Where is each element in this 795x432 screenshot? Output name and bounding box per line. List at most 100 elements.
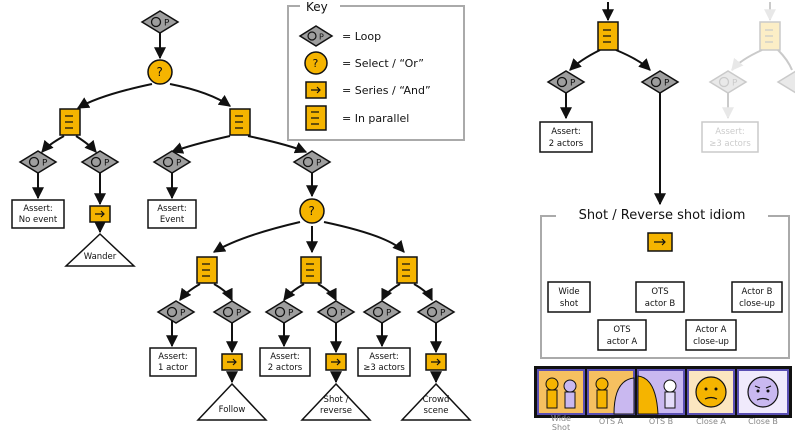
actor-b-closeup-box: Actor B close-up [731, 281, 783, 313]
key-title: Key [306, 0, 328, 14]
storyboard-frame-ots-a [587, 369, 635, 415]
storyboard-frame-wide [537, 369, 585, 415]
svg-text:P: P [570, 79, 576, 89]
actor-a-closeup-box: Actor A close-up [685, 319, 737, 351]
right-parallel-node [597, 21, 619, 51]
key-series-icon [305, 81, 327, 99]
idiom-title: Shot / Reverse shot idiom [579, 208, 746, 223]
svg-text:Assert:: Assert: [369, 352, 399, 362]
assert-no-event-box: Assert: No event [11, 199, 65, 229]
assert-1-actor-box: Assert: 1 actor [149, 347, 197, 377]
svg-text:No event: No event [19, 215, 58, 225]
assert-2-actors-box: Assert: 2 actors [259, 347, 311, 377]
svg-text:Crowd: Crowd [423, 395, 450, 405]
svg-text:Close B: Close B [748, 417, 778, 426]
svg-text:Close A: Close A [696, 417, 726, 426]
key-parallel-label: = In parallel [342, 112, 409, 125]
wander-task: Wander [64, 232, 136, 267]
crowd-scene-task: Crowd scene [400, 382, 472, 421]
svg-text:close-up: close-up [693, 337, 729, 347]
faded-branch: P Assert: ≥3 actors [701, 2, 795, 153]
svg-text:actor B: actor B [645, 299, 676, 309]
svg-text:OTS A: OTS A [599, 417, 624, 426]
key-select-icon: ? [304, 51, 328, 75]
key-series-label: = Series / “And” [342, 84, 431, 97]
loop-node-g: P [264, 300, 304, 324]
key-box: Key P = Loop ? = Select / “Or” = Series … [287, 0, 465, 141]
right-loop-node-b: P [640, 70, 680, 94]
ots-actor-b-box: OTS actor B [635, 281, 685, 313]
svg-text:Event: Event [160, 215, 185, 225]
svg-text:P: P [732, 79, 738, 89]
select-node-root: ? [147, 59, 173, 85]
parallel-node-right [229, 108, 251, 136]
key-loop-icon: P [298, 25, 334, 47]
wide-shot-box: Wide shot [547, 281, 591, 313]
svg-text:shot: shot [560, 299, 579, 309]
parallel-node-2 [300, 256, 322, 284]
loop-node-j: P [416, 300, 456, 324]
storyboard-frame-ots-b [637, 369, 685, 415]
loop-node-b: P [80, 150, 120, 174]
svg-text:Wide: Wide [558, 287, 579, 297]
svg-text:?: ? [313, 57, 319, 70]
svg-text:Shot: Shot [552, 423, 570, 432]
shot-reverse-task: Shot / reverse [300, 382, 372, 421]
svg-text:P: P [236, 309, 242, 319]
svg-text:2 actors: 2 actors [549, 139, 584, 149]
svg-text:P: P [288, 309, 294, 319]
key-loop-label: = Loop [342, 30, 381, 43]
loop-node-i: P [362, 300, 402, 324]
parallel-node-1 [196, 256, 218, 284]
svg-text:P: P [164, 19, 170, 29]
left-tree-edges [32, 30, 442, 384]
svg-text:Assert:: Assert: [715, 127, 745, 137]
ots-actor-a-box: OTS actor A [597, 319, 647, 351]
right-assert-2-actors-box: Assert: 2 actors [539, 121, 593, 153]
storyboard-captions: Wide Shot OTS A OTS B Close A Close B [551, 414, 778, 432]
svg-text:P: P [664, 79, 670, 89]
key-parallel-icon [305, 105, 327, 131]
svg-text:Assert:: Assert: [157, 204, 187, 214]
svg-text:P: P [42, 159, 48, 169]
svg-text:?: ? [309, 204, 315, 218]
storyboard-frame-close-b [737, 369, 789, 415]
loop-node-e: P [156, 300, 196, 324]
svg-text:actor A: actor A [607, 337, 638, 347]
svg-text:Actor B: Actor B [742, 287, 773, 297]
series-node-follow [221, 353, 243, 371]
svg-text:OTS B: OTS B [649, 417, 673, 426]
svg-text:OTS: OTS [613, 325, 630, 335]
idiom-series-node [647, 232, 673, 252]
svg-text:≥3 actors: ≥3 actors [709, 139, 751, 149]
series-node-wander [89, 205, 111, 223]
svg-text:Assert:: Assert: [158, 352, 188, 362]
storyboard-strip [534, 366, 792, 418]
loop-node-f: P [212, 300, 252, 324]
svg-text:Shot /: Shot / [324, 395, 349, 405]
svg-text:P: P [180, 309, 186, 319]
svg-text:Actor A: Actor A [696, 325, 727, 335]
assert-3-actors-box: Assert: ≥3 actors [357, 347, 411, 377]
svg-text:?: ? [157, 65, 163, 79]
series-node-crowd [425, 353, 447, 371]
series-node-shot-reverse [325, 353, 347, 371]
svg-text:Assert:: Assert: [270, 352, 300, 362]
svg-text:Wander: Wander [84, 252, 117, 262]
select-node-mid: ? [299, 198, 325, 224]
svg-text:reverse: reverse [320, 406, 352, 416]
svg-text:≥3 actors: ≥3 actors [363, 363, 405, 373]
svg-text:close-up: close-up [739, 299, 775, 309]
svg-text:P: P [316, 159, 322, 169]
svg-text:Assert:: Assert: [23, 204, 53, 214]
svg-text:P: P [319, 33, 324, 42]
key-select-label: = Select / “Or” [342, 57, 424, 70]
right-loop-node-a: P [546, 70, 586, 94]
svg-text:2 actors: 2 actors [268, 363, 303, 373]
svg-text:P: P [440, 309, 446, 319]
loop-node-root: P [140, 10, 180, 34]
loop-node-h: P [316, 300, 356, 324]
parallel-node-left [59, 108, 81, 136]
follow-task: Follow [196, 382, 268, 421]
